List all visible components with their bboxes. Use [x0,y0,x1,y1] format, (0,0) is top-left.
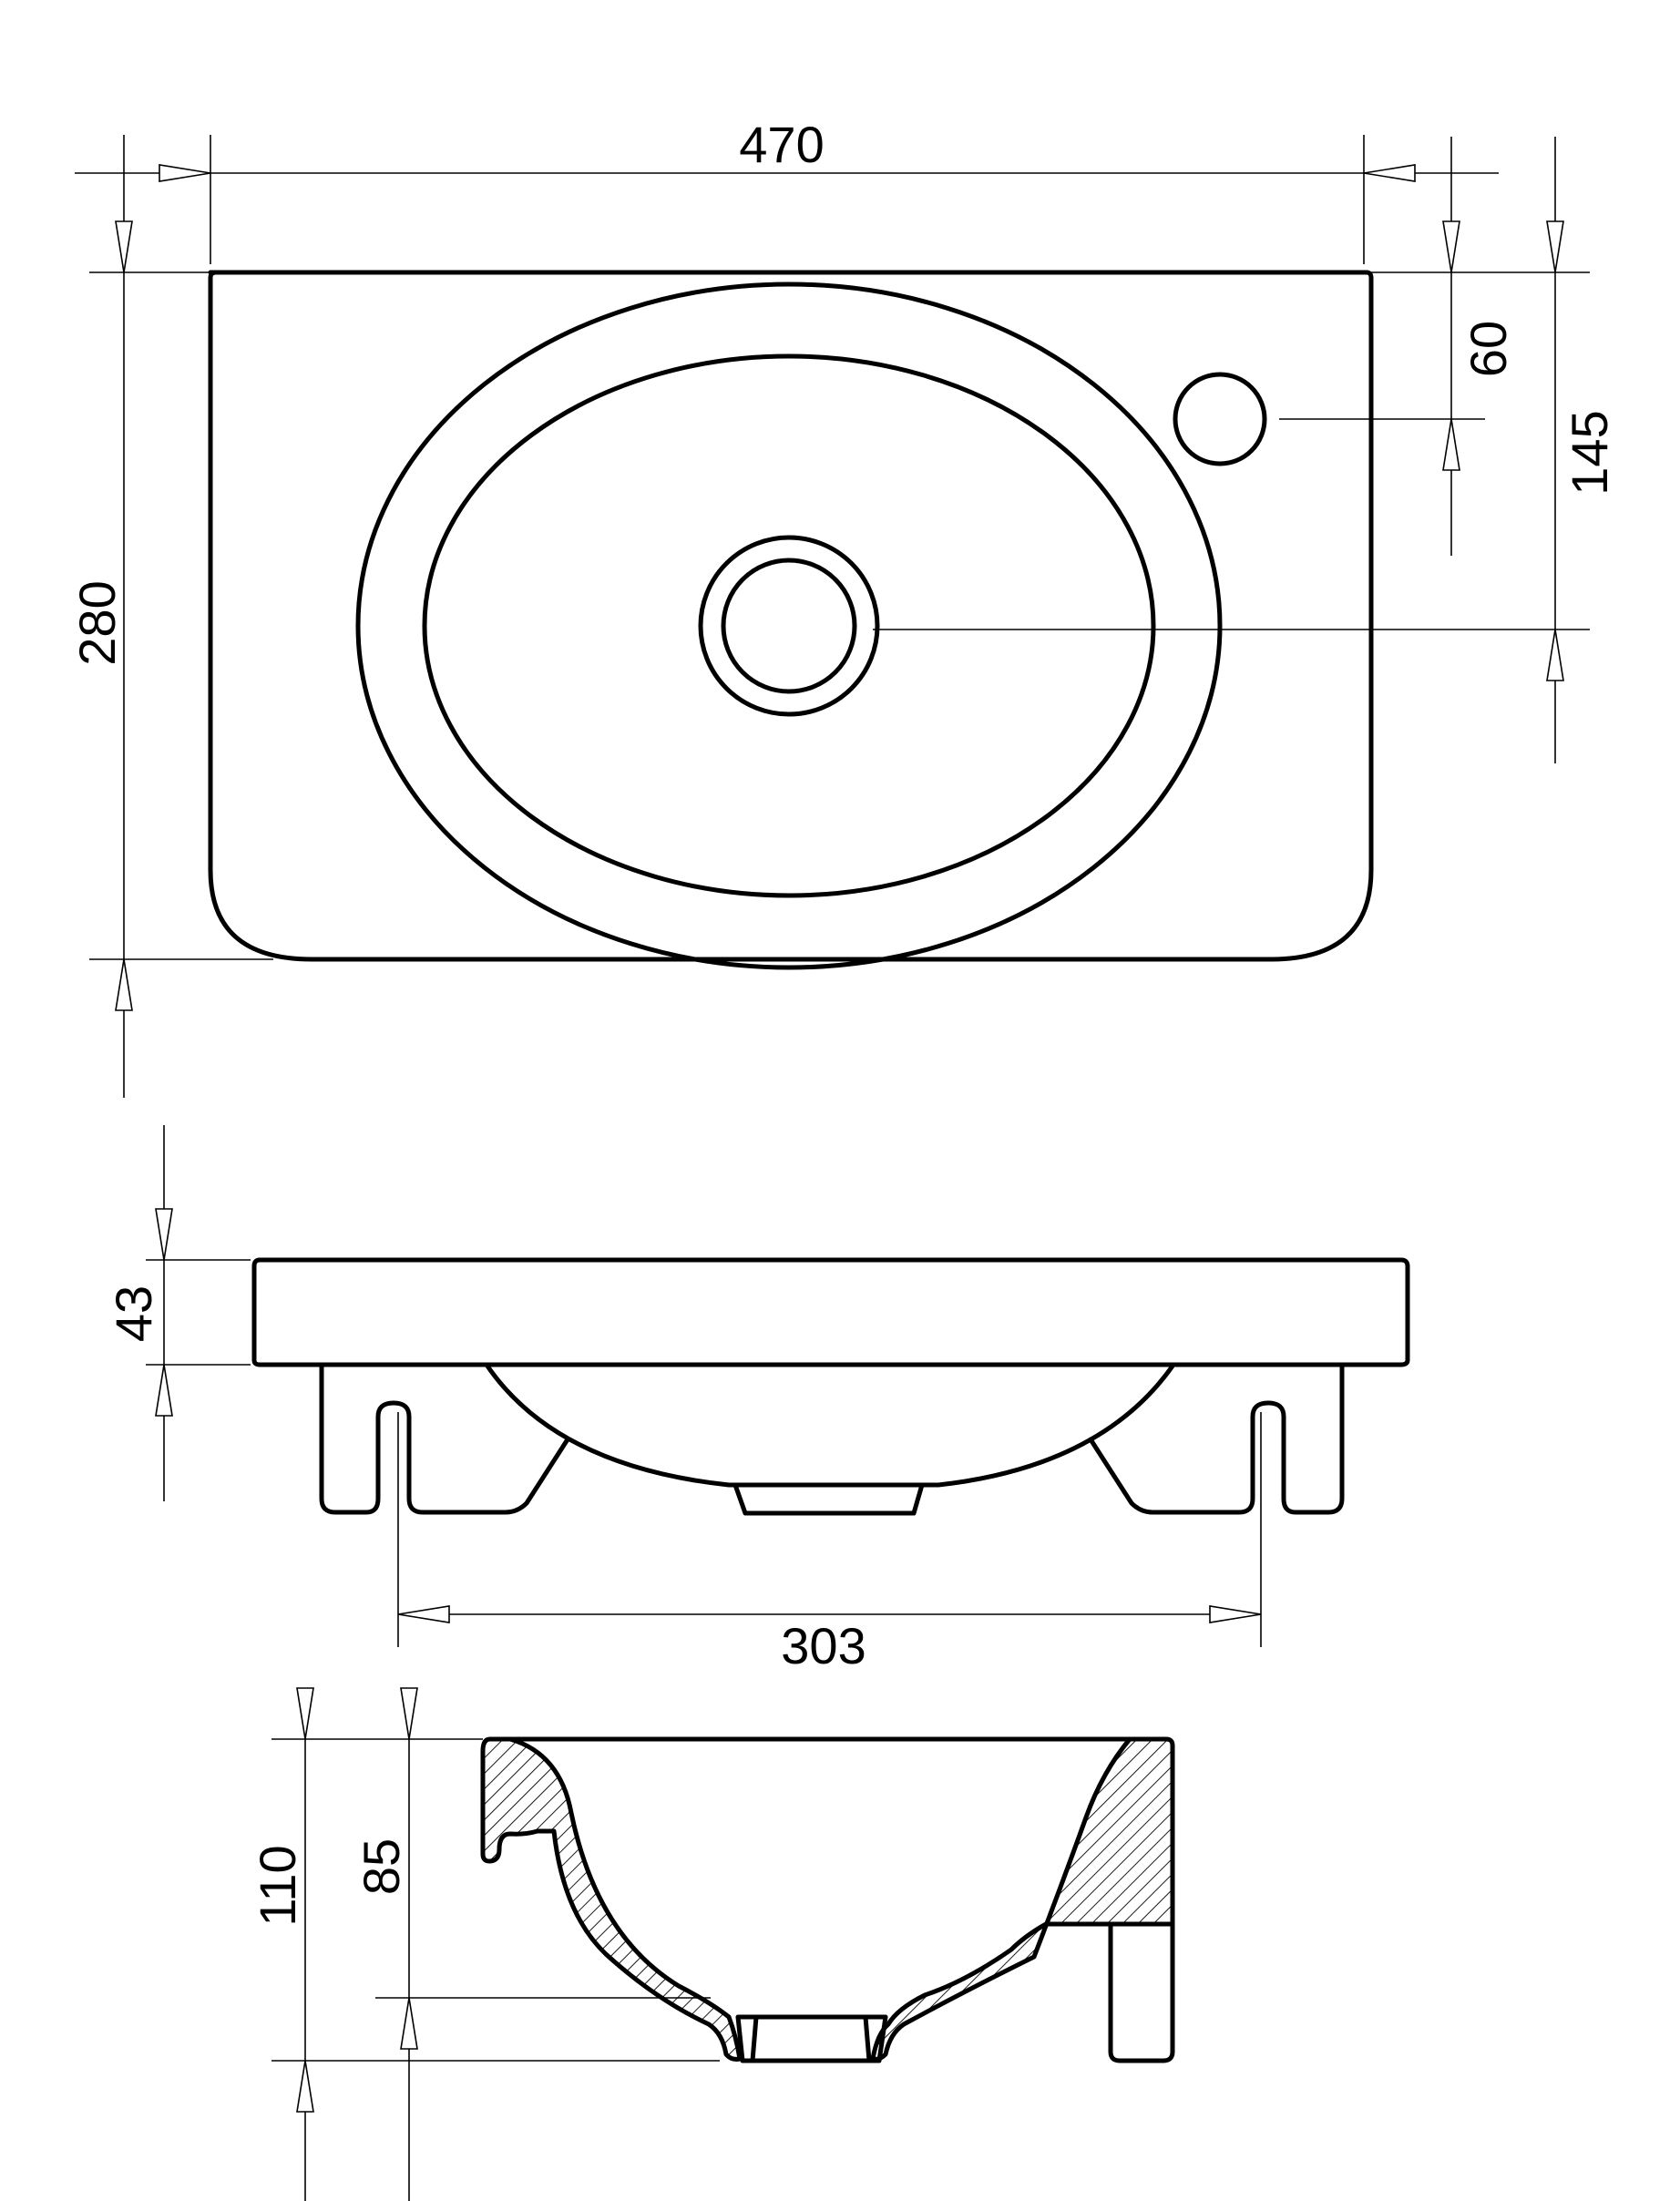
drain-spigot-front [732,1482,925,1516]
arrowhead [1442,418,1460,471]
section-drain-inner [750,2014,872,2063]
arrowhead [400,1687,418,1740]
dimension-label-top-width: 470 [739,116,824,173]
dimension-label-top-depth: 280 [68,580,126,665]
dimension-label-total-height: 110 [249,1845,306,1926]
left-wall-section [480,1736,743,2062]
basin-bowl-ellipse [422,353,1156,898]
dimension-total-height: 110 [249,1687,720,2201]
arrowhead [296,1687,314,1740]
dimension-tap-hole-offset: 60 [1279,137,1590,556]
dimension-rim-height: 43 [105,1125,251,1501]
basin-rim-ellipse [355,282,1223,970]
basin-top-outline [208,270,1374,962]
arrowhead [115,220,133,273]
arrowhead [1442,220,1460,273]
basin-bowl-front [484,1362,1176,1488]
dimension-top-depth: 280 [68,135,273,1098]
drain-outer-ring [698,535,880,717]
top-view: 470 280 60 145 [68,116,1618,1098]
arrowhead [115,958,133,1011]
dimension-drain-offset: 145 [873,137,1618,763]
arrowhead [1546,629,1564,681]
arrowhead [296,2060,314,2113]
right-wall-section [870,1736,1175,2062]
front-view: 43 303 [105,1125,1410,1674]
dimension-leg-spacing: 303 [397,1412,1262,1674]
arrowhead [400,1997,418,2050]
arrowhead [1546,220,1564,273]
tap-hole [1173,372,1267,466]
dimension-top-width: 470 [75,116,1499,264]
arrowhead [155,1364,173,1417]
drain-inner-ring [721,558,857,694]
dimension-label-rim-height: 43 [105,1285,162,1342]
dimension-bowl-depth: 85 [353,1687,711,2201]
arrowhead [155,1208,173,1261]
section-rear-leg [1108,1921,1175,2063]
section-drain-pipe [735,2014,888,2063]
dimension-label-drain-offset: 145 [1561,410,1618,495]
basin-rim-front [251,1257,1410,1367]
arrowhead [159,164,211,182]
dimension-label-leg-spacing: 303 [781,1617,866,1674]
dimension-label-tap-hole-offset: 60 [1460,321,1517,377]
left-outer-leg [319,1362,570,1515]
dimension-label-bowl-depth: 85 [353,1838,410,1895]
right-outer-leg [1088,1362,1345,1515]
arrowhead [1209,1605,1262,1623]
arrowhead [397,1605,450,1623]
arrowhead [1363,164,1416,182]
section-view: 110 85 [249,1687,1175,2201]
